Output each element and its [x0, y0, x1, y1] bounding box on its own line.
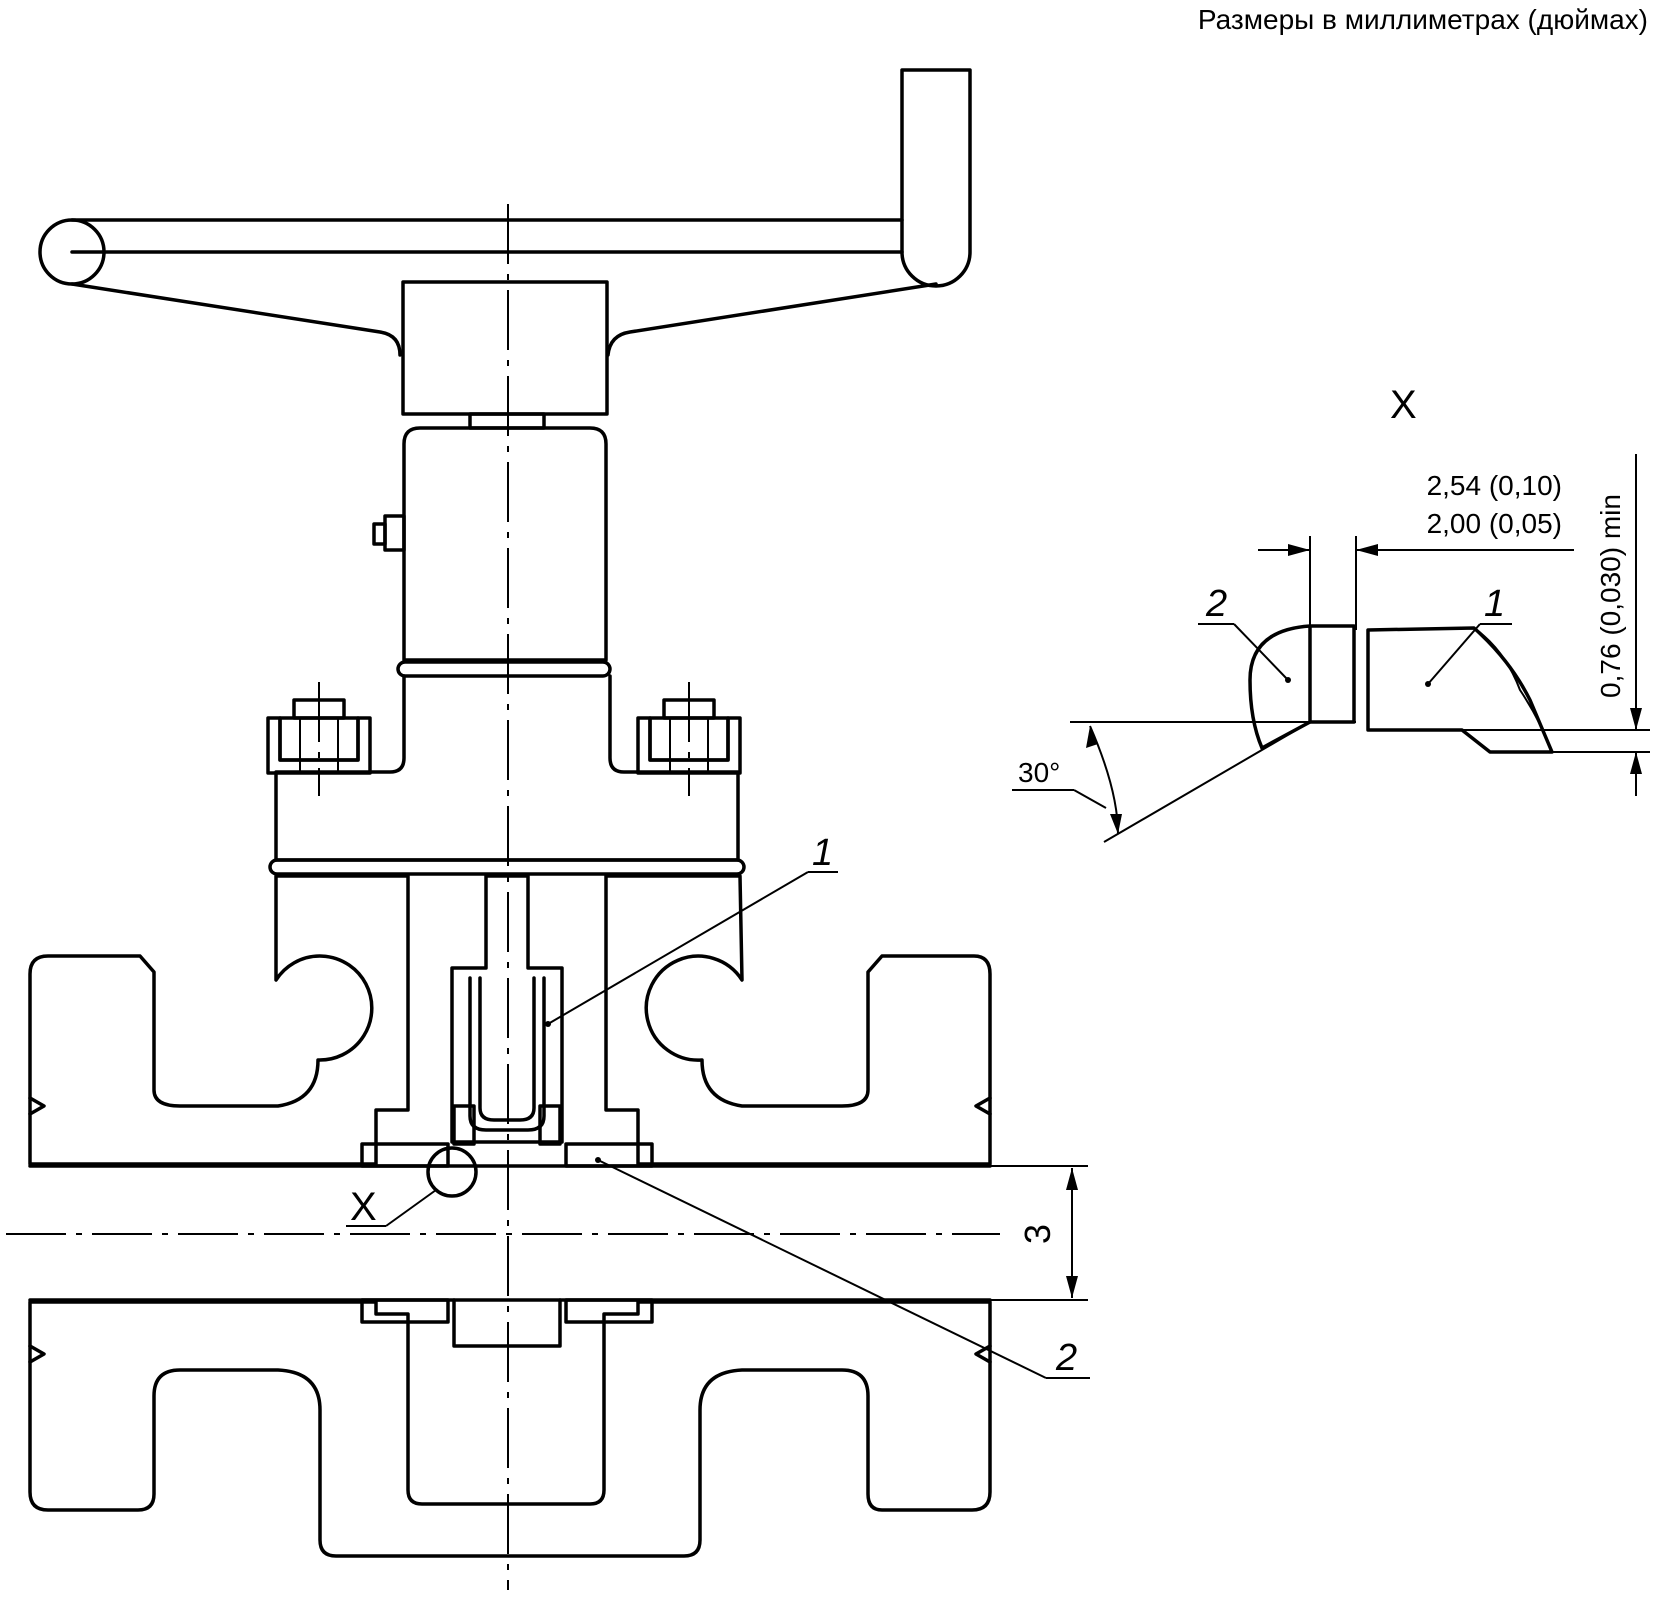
callout-2-main: 2	[595, 1157, 1090, 1379]
svg-text:2: 2	[1055, 1337, 1077, 1379]
svg-text:2,00 (0,05): 2,00 (0,05)	[1427, 508, 1562, 539]
svg-text:2: 2	[1205, 583, 1227, 625]
svg-text:2,54 (0,10): 2,54 (0,10)	[1427, 470, 1562, 501]
svg-text:3: 3	[1017, 1224, 1058, 1244]
callout-x-main: X	[346, 1185, 437, 1229]
handle	[38, 68, 972, 357]
bolt-left	[266, 682, 372, 796]
valve-body	[28, 874, 992, 1558]
detail-x-view: X 2,54 (0,10) 2,00 (0,05) 0,76 (0,030) m…	[1012, 383, 1650, 843]
svg-text:0,76 (0,030) min: 0,76 (0,030) min	[1595, 494, 1626, 698]
callout-1-main: 1	[545, 832, 838, 1027]
bolt-right	[636, 682, 742, 796]
svg-text:1: 1	[812, 832, 833, 874]
svg-text:1: 1	[1484, 583, 1505, 625]
handle-hub	[401, 280, 609, 416]
svg-text:X: X	[350, 1185, 377, 1229]
svg-text:X: X	[1390, 383, 1417, 427]
dimension-3: 3	[990, 1165, 1088, 1301]
svg-text:30°: 30°	[1018, 757, 1060, 788]
units-note: Размеры в миллиметрах (дюймах)	[1197, 4, 1648, 35]
detail-x-circle	[426, 1146, 478, 1198]
